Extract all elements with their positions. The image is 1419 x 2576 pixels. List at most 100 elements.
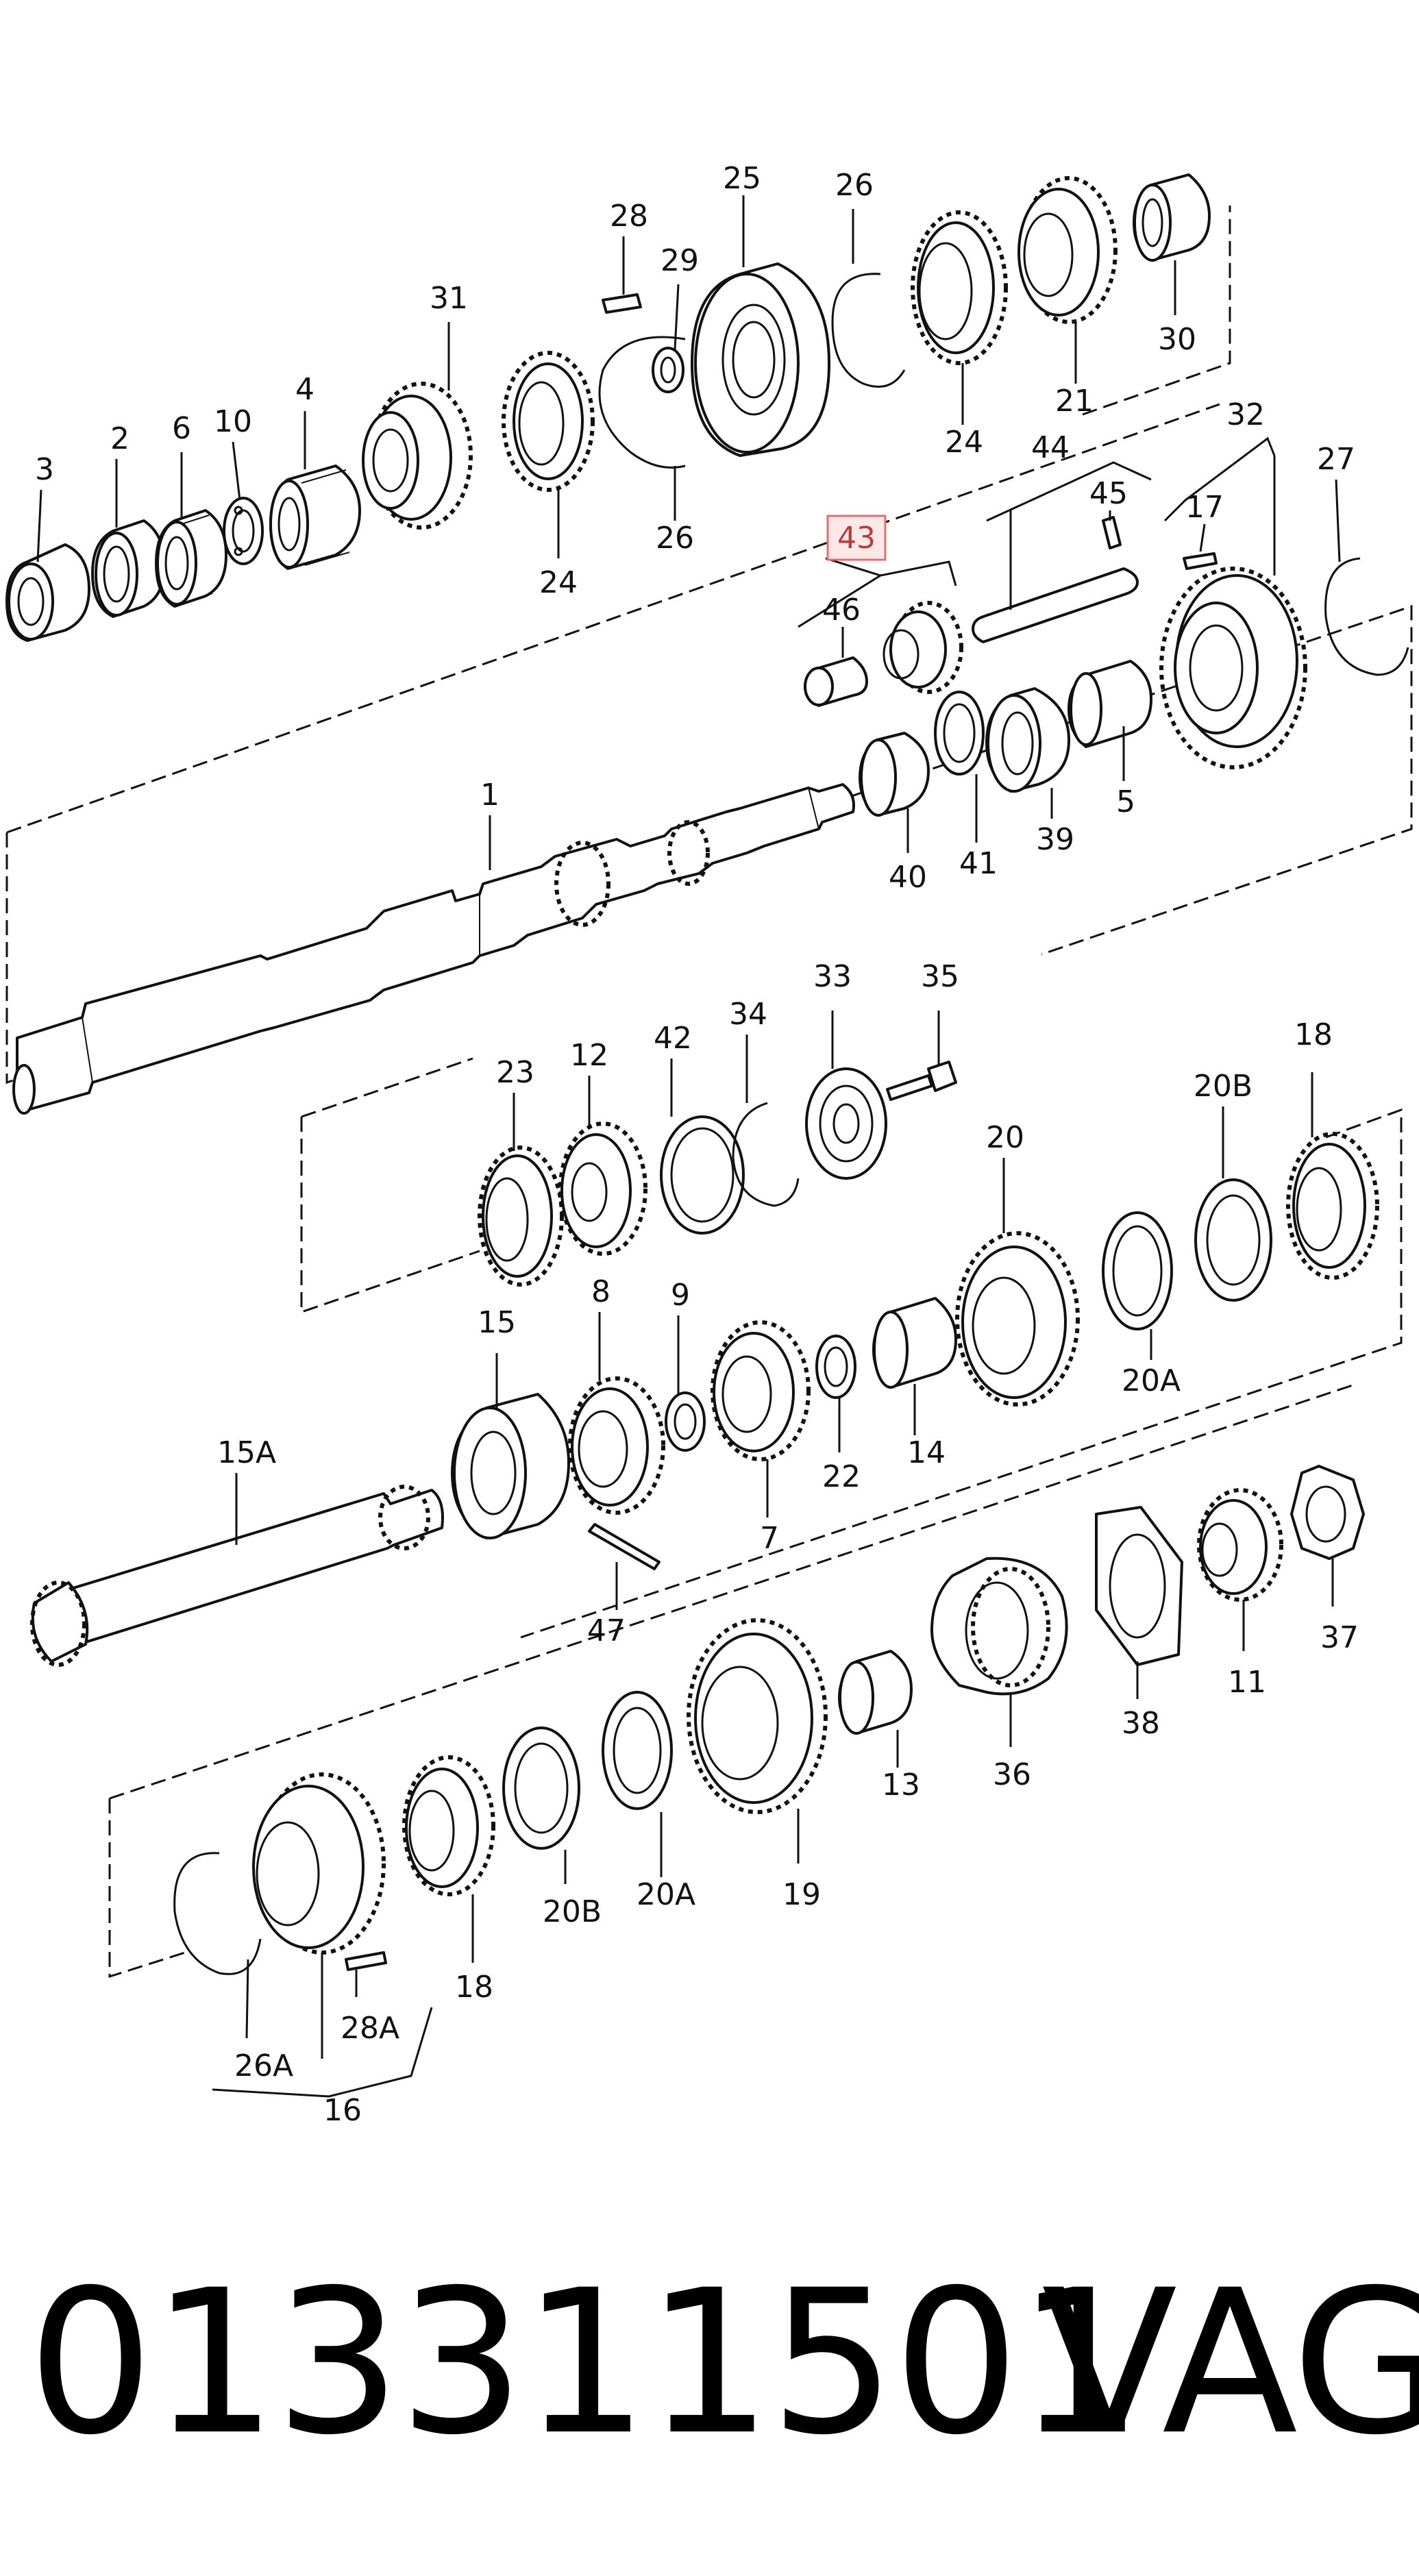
part-41-ring [934,691,985,776]
part-number: 013311501 [27,2248,1144,2479]
middle-assembly-boundary [300,1117,480,1314]
callout-10[interactable]: 10 [214,404,252,439]
callout-46[interactable]: 46 [822,593,861,628]
upper-assembly-boundary [5,604,1413,1085]
callout-18-lower[interactable]: 18 [455,1970,493,2005]
callout-20[interactable]: 20 [986,1120,1024,1155]
callout-26-lower[interactable]: 26 [656,521,694,556]
part-28-key [602,293,642,314]
part-2-ring [91,519,166,618]
callout-labels: 3 2 6 10 4 31 24 28 29 25 26 26 24 21 30… [35,161,1359,2128]
callout-33[interactable]: 33 [813,959,852,994]
callout-41[interactable]: 41 [959,846,998,881]
callout-20b-lower[interactable]: 20B [543,1894,602,1929]
callout-7[interactable]: 7 [760,1521,779,1556]
callout-27[interactable]: 27 [1317,442,1355,477]
part-1-shaft-gear-a [554,841,610,927]
part-1-shaft-gear-b [667,820,710,886]
part-7-gear [711,1320,811,1461]
callout-26[interactable]: 26 [835,168,874,203]
callout-24[interactable]: 24 [539,565,578,600]
part-26-upper-circlip [831,273,906,388]
callout-22[interactable]: 22 [822,1459,861,1494]
part-18-synchro-ring [1286,1132,1379,1280]
callout-17[interactable]: 17 [1185,490,1224,525]
callout-34[interactable]: 34 [729,997,767,1032]
part-19-gear [687,1618,828,1814]
part-35-bolt [886,1061,957,1101]
part-29-spring [652,347,684,393]
callout-18[interactable]: 18 [1294,1017,1333,1052]
callout-5[interactable]: 5 [1116,784,1135,819]
part-22-circlip [815,1335,856,1399]
callout-4[interactable]: 4 [295,372,314,407]
callout-28a[interactable]: 28A [341,2011,399,2046]
callout-15[interactable]: 15 [478,1305,516,1340]
callout-45[interactable]: 45 [1089,476,1128,511]
callout-9[interactable]: 9 [671,1278,690,1313]
callout-8[interactable]: 8 [591,1274,610,1309]
callout-36[interactable]: 36 [993,1757,1031,1792]
part-20-gear [955,1231,1080,1407]
callout-13[interactable]: 13 [882,1768,920,1803]
part-12-gear [558,1122,647,1256]
callout-2[interactable]: 2 [110,421,129,456]
callout-1[interactable]: 1 [480,778,499,813]
part-16-synchro-hub [252,1772,386,1955]
part-30-needle-bearing [1133,173,1211,262]
callout-47[interactable]: 47 [587,1613,626,1648]
callout-28[interactable]: 28 [610,199,648,234]
callout-26a[interactable]: 26A [234,2048,293,2083]
part-42-ring [660,1115,745,1235]
callout-29[interactable]: 29 [661,243,699,278]
leader-lines [36,195,1341,2098]
part-20b-lower-ring [502,1726,580,1850]
part-13-bearing [838,1650,913,1735]
callout-14[interactable]: 14 [907,1435,946,1470]
part-47-pin [588,1523,661,1570]
callout-3[interactable]: 3 [35,452,54,487]
part-34-circlip [732,1102,800,1207]
callout-38[interactable]: 38 [1122,1706,1160,1741]
part-1-main-shaft [12,783,855,1115]
callout-40[interactable]: 40 [889,860,927,895]
callout-35[interactable]: 35 [921,959,959,994]
callout-44[interactable]: 44 [1031,430,1070,465]
brand-name: VAG [1041,2248,1419,2479]
callout-20a-lower[interactable]: 20A [637,1877,695,1912]
part-24-synchro-ring [502,351,595,492]
callout-11[interactable]: 11 [1228,1665,1266,1700]
part-46-pin [804,656,868,707]
callout-37[interactable]: 37 [1320,1620,1359,1655]
part-40-bearing-race [859,732,930,817]
part-5-needle-bearing [1068,660,1152,748]
part-39-bearing-race [985,687,1070,793]
callout-21[interactable]: 21 [1055,384,1094,419]
part-15a-pinion-shaft [30,1485,444,1667]
callout-16[interactable]: 16 [323,2093,362,2128]
callout-23[interactable]: 23 [496,1055,534,1090]
part-23-synchro-ring [478,1145,564,1287]
callout-24-upper[interactable]: 24 [945,425,983,460]
part-15-bearing [451,1393,570,1539]
callout-43-highlight[interactable] [826,515,887,561]
callout-6[interactable]: 6 [172,411,191,446]
callout-19[interactable]: 19 [782,1877,821,1912]
part-36-bearing-housing [930,1557,1068,1696]
part-37-nut [1290,1465,1365,1560]
part-24-upper-synchro-ring [911,210,1008,365]
callout-15a[interactable]: 15A [217,1435,276,1470]
callout-43[interactable]: 43 [837,521,876,556]
callout-12[interactable]: 12 [570,1038,608,1073]
callout-20b[interactable]: 20B [1194,1069,1253,1104]
part-21-gear [1017,176,1118,324]
callout-42[interactable]: 42 [654,1021,692,1056]
callout-39[interactable]: 39 [1036,822,1074,857]
callout-32[interactable]: 32 [1226,397,1265,432]
callout-25[interactable]: 25 [723,161,761,196]
callout-20a[interactable]: 20A [1122,1363,1181,1398]
part-38-gasket [1095,1506,1183,1666]
callout-30[interactable]: 30 [1158,322,1196,357]
callout-31[interactable]: 31 [430,281,468,316]
